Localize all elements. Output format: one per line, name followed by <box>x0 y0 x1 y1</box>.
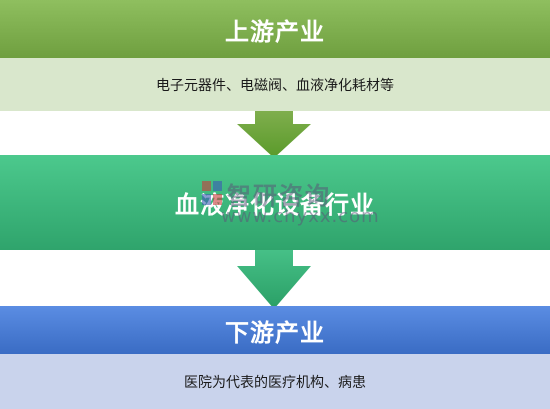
midstream-title: 血液净化设备行业 <box>175 190 375 219</box>
upstream-description: 电子元器件、电磁阀、血液净化耗材等 <box>156 77 394 94</box>
upstream-description-band: 电子元器件、电磁阀、血液净化耗材等 <box>0 58 550 111</box>
upstream-title: 上游产业 <box>225 16 325 46</box>
down-arrow-icon <box>237 111 311 158</box>
midstream-header: 血液净化设备行业 <box>0 155 550 250</box>
downstream-description-band: 医院为代表的医疗机构、病患 <box>0 354 550 409</box>
downstream-description: 医院为代表的医疗机构、病患 <box>184 374 366 391</box>
down-arrow-icon <box>237 250 311 309</box>
upstream-header: 上游产业 <box>0 0 550 58</box>
downstream-title: 下游产业 <box>225 317 325 347</box>
downstream-header: 下游产业 <box>0 306 550 354</box>
